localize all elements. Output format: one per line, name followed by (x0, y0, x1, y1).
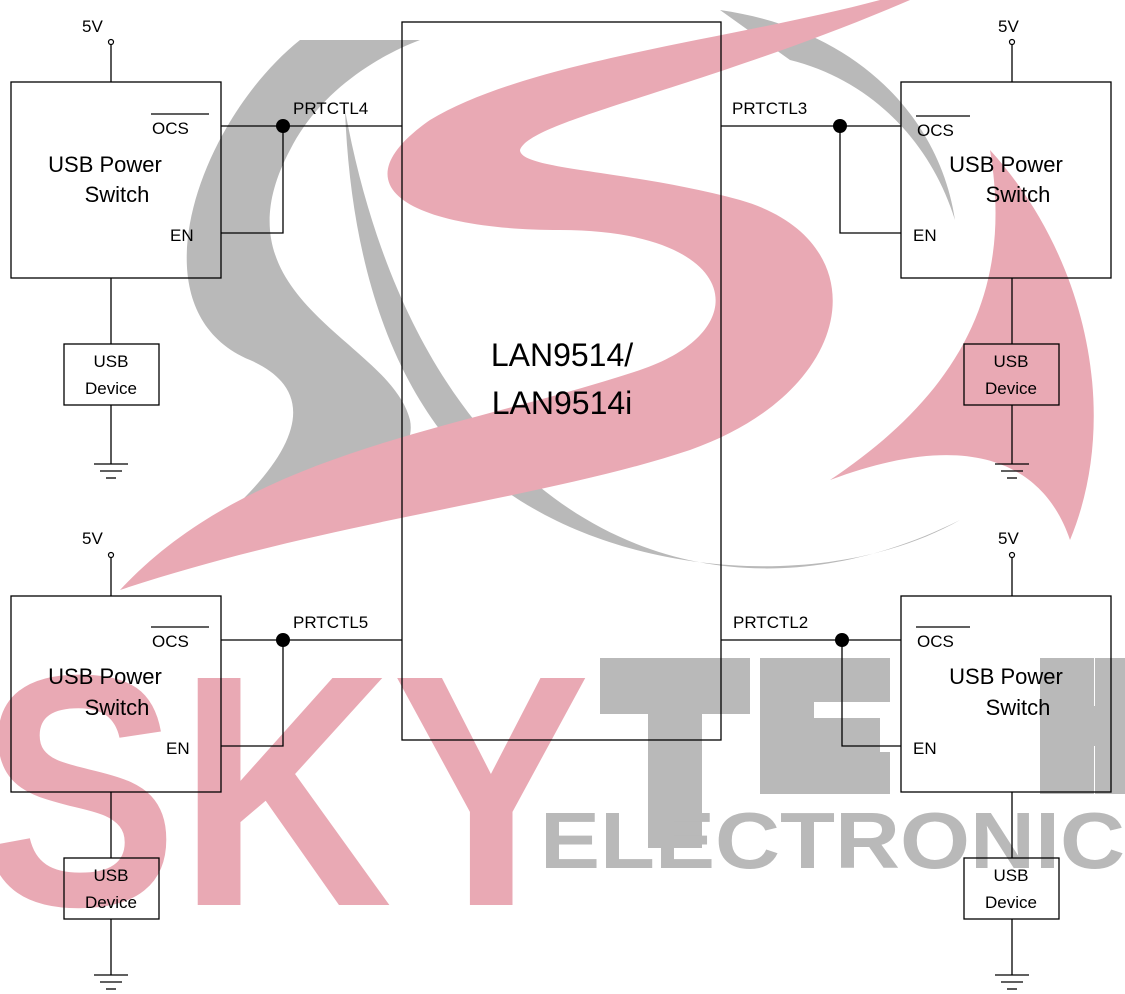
watermark-red-swoosh (120, 0, 910, 590)
device-label-line2: Device (985, 379, 1037, 398)
device-label-line2: Device (85, 893, 137, 912)
chip-name-line2: LAN9514i (492, 385, 633, 421)
power-switch-box (10, 595, 222, 793)
port-label-prtctl5: PRTCTL5 (293, 613, 368, 632)
en-label: EN (913, 226, 937, 245)
supply-label: 5V (998, 529, 1019, 548)
watermark-e-bot (760, 752, 890, 794)
watermark-e-mid (760, 718, 880, 756)
channel-bottom-left: 5V OCS USB Power Switch EN PRTCTL5 USB D… (10, 529, 402, 990)
chip: LAN9514/ LAN9514i (401, 21, 722, 741)
power-switch-box (900, 595, 1112, 793)
supply-terminal (107, 551, 115, 559)
ocs-label: OCS (152, 119, 189, 138)
ocs-label: OCS (152, 632, 189, 651)
power-switch-box (10, 81, 222, 279)
switch-label-line1: USB Power (48, 152, 162, 177)
en-label: EN (170, 226, 194, 245)
device-label-line1: USB (94, 352, 129, 371)
watermark-e-top (760, 658, 890, 702)
watermark-sub: ELECTRONIC (540, 796, 1125, 885)
switch-label-line1: USB Power (949, 664, 1063, 689)
device-label-line1: USB (94, 866, 129, 885)
supply-label: 5V (998, 17, 1019, 36)
supply-terminal (107, 38, 115, 46)
ground-icon (94, 463, 128, 479)
port-label-prtctl4: PRTCTL4 (293, 99, 368, 118)
switch-label-line2: Switch (85, 182, 150, 207)
watermark-grey-top (720, 10, 955, 220)
supply-label: 5V (82, 17, 103, 36)
device-label-line1: USB (994, 352, 1029, 371)
watermark-brand-sky: SKY (0, 606, 590, 975)
ground-icon (94, 974, 128, 990)
device-label-line2: Device (85, 379, 137, 398)
switch-label-line2: Switch (986, 695, 1051, 720)
power-switch-box (900, 81, 1112, 279)
ocs-label: OCS (917, 121, 954, 140)
chip-box (401, 21, 722, 741)
port-label-prtctl2: PRTCTL2 (733, 613, 808, 632)
ground-icon (995, 463, 1029, 479)
device-label-line2: Device (985, 893, 1037, 912)
watermark-red-tail (830, 150, 1094, 540)
chip-name-line1: LAN9514/ (491, 337, 633, 373)
ground-icon (995, 974, 1029, 990)
en-label: EN (166, 739, 190, 758)
ocs-label: OCS (917, 632, 954, 651)
channel-top-left: 5V OCS USB Power Switch EN PRTCTL4 USB D… (10, 17, 402, 479)
switch-label-line2: Switch (986, 182, 1051, 207)
watermark-grey-arc (150, 40, 420, 575)
en-label: EN (913, 739, 937, 758)
watermark-t-stem (648, 658, 702, 848)
supply-terminal (1008, 551, 1016, 559)
switch-label-line1: USB Power (48, 664, 162, 689)
channel-bottom-right: 5V OCS USB Power Switch EN PRTCTL2 USB D… (721, 529, 1112, 990)
channel-top-right: 5V OCS USB Power Switch EN PRTCTL3 USB D… (721, 17, 1112, 479)
supply-terminal (1008, 38, 1016, 46)
device-label-line1: USB (994, 866, 1029, 885)
watermark-h-bar (1040, 706, 1125, 746)
supply-label: 5V (82, 529, 103, 548)
switch-label-line1: USB Power (949, 152, 1063, 177)
port-label-prtctl3: PRTCTL3 (732, 99, 807, 118)
switch-label-line2: Switch (85, 695, 150, 720)
